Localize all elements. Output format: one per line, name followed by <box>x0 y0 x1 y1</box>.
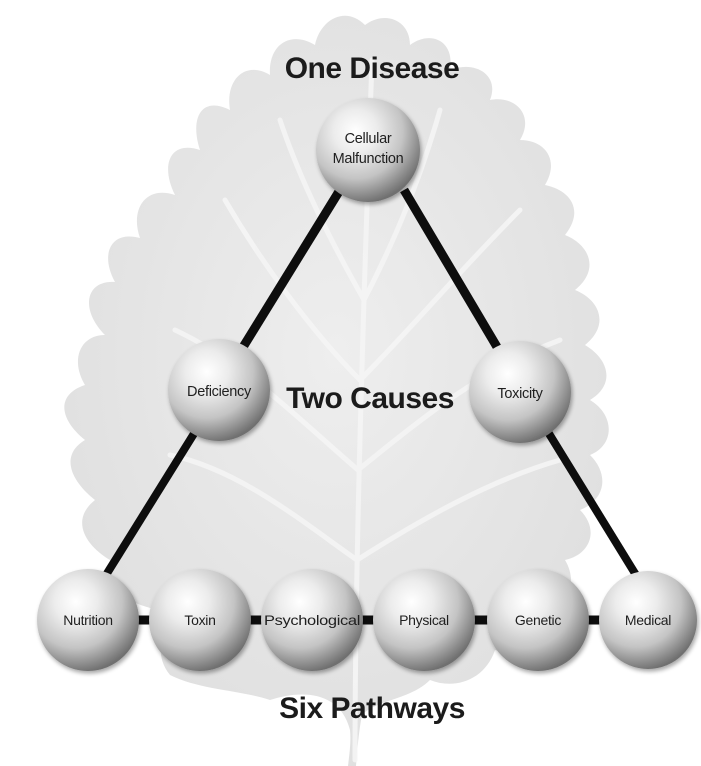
heading-one-disease: One Disease <box>285 52 460 85</box>
node-deficiency-label: Deficiency <box>187 384 252 400</box>
node-medical: Medical <box>599 571 697 669</box>
connector-root-deficiency <box>236 182 347 355</box>
node-cellular-malfunction: Cellular Malfunction <box>316 98 420 202</box>
node-deficiency: Deficiency <box>168 339 270 441</box>
node-genetic-label: Genetic <box>515 612 561 628</box>
node-root-line2: Malfunction <box>333 151 404 167</box>
node-toxicity-label: Toxicity <box>497 386 543 402</box>
node-psychological-label: Psychological <box>264 612 360 628</box>
connector-deficiency-nutrition <box>102 429 199 578</box>
connector-root-toxicity <box>400 187 504 355</box>
node-psychological: Psychological <box>261 569 363 671</box>
node-toxin: Toxin <box>149 569 251 671</box>
node-physical-label: Physical <box>399 612 449 628</box>
heading-six-pathways: Six Pathways <box>279 692 465 725</box>
node-nutrition: Nutrition <box>37 569 139 671</box>
node-genetic: Genetic <box>487 569 589 671</box>
node-medical-label: Medical <box>625 612 671 628</box>
node-toxin-label: Toxin <box>184 612 215 628</box>
node-root-line1: Cellular <box>345 131 392 147</box>
node-physical: Physical <box>373 569 475 671</box>
heading-two-causes: Two Causes <box>286 382 454 415</box>
connector-toxicity-medical <box>544 429 640 578</box>
node-nutrition-label: Nutrition <box>63 612 112 628</box>
node-toxicity: Toxicity <box>469 341 571 443</box>
